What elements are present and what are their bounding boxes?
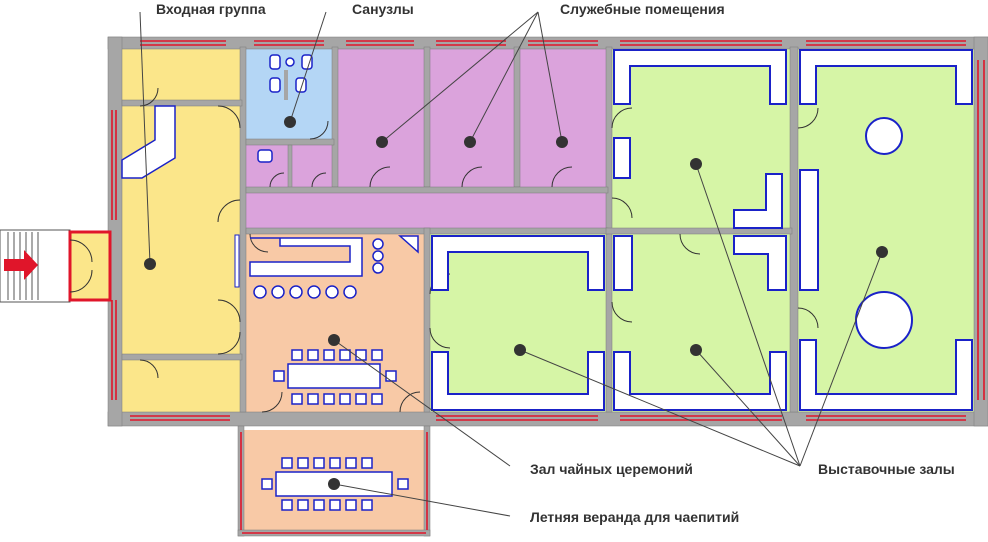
label-entrance-group: Входная группа <box>156 1 266 17</box>
leader-lines <box>139 11 883 517</box>
entry-arrow-icon <box>4 250 38 280</box>
service-room-1 <box>338 47 424 187</box>
toilet-icon <box>269 77 281 93</box>
room-fills <box>122 47 974 532</box>
sink-icon <box>285 57 295 67</box>
label-exhibition-halls: Выставочные залы <box>818 461 955 477</box>
windows <box>111 40 985 534</box>
exhibit-stand-large <box>855 291 913 349</box>
service-room-2 <box>430 47 516 187</box>
leader-dots <box>144 116 888 490</box>
service-room-3 <box>520 47 606 187</box>
toilet-icon <box>257 149 273 163</box>
exhibit-stand-small <box>865 117 903 155</box>
entrance-porch <box>0 229 112 303</box>
label-tea-ceremony-hall: Зал чайных церемоний <box>530 461 693 477</box>
label-summer-veranda: Летняя веранда для чаепитий <box>530 509 739 525</box>
toilet-icon <box>269 54 281 70</box>
entrance-zone <box>122 47 242 412</box>
exhibition-hall-4 <box>612 234 790 412</box>
labels: Входная группа Санузлы Служебные помещен… <box>156 1 955 525</box>
service-small-2 <box>292 145 332 187</box>
doors <box>69 87 819 413</box>
exhibition-hall-2 <box>798 47 974 412</box>
service-corridor <box>246 193 608 230</box>
exhibition-partitions <box>431 49 973 411</box>
exhibition-hall-3 <box>430 234 608 412</box>
entrance-furniture <box>121 105 240 288</box>
label-service-rooms: Служебные помещения <box>560 1 725 17</box>
tea-table <box>287 363 381 389</box>
label-restrooms: Санузлы <box>352 1 414 17</box>
exhibition-hall-1 <box>612 47 790 230</box>
tea-hall-furniture <box>249 235 419 405</box>
toilet-icon <box>301 54 313 70</box>
